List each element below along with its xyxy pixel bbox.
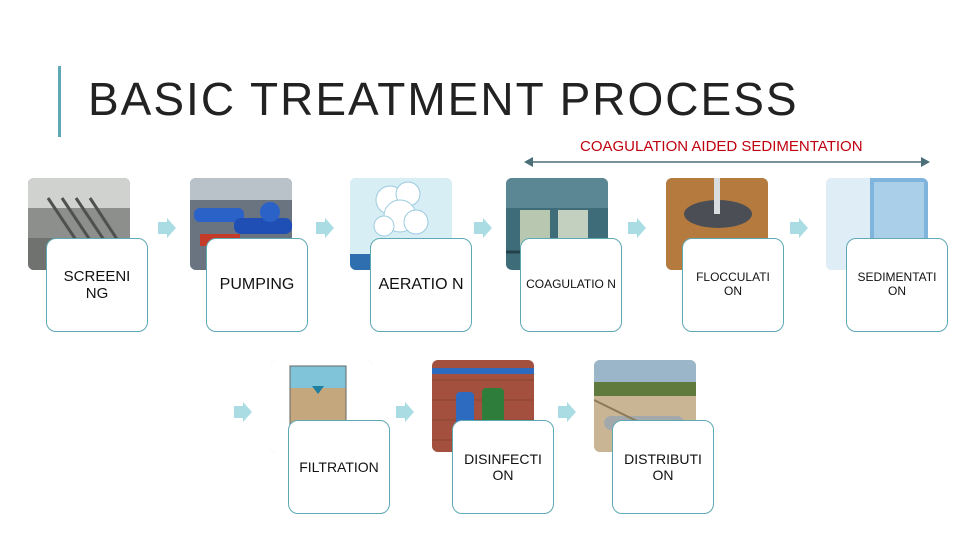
step-label: SCREENI NG — [46, 238, 148, 332]
double-headed-arrow-icon — [524, 156, 930, 168]
step-label: FILTRATION — [288, 420, 390, 514]
step-label: AERATIO N — [370, 238, 472, 332]
step-label: DISTRIBUTI ON — [612, 420, 714, 514]
step-label: COAGULATIO N — [520, 238, 622, 332]
step-label: PUMPING — [206, 238, 308, 332]
step-label: DISINFECTI ON — [452, 420, 554, 514]
arrow-right-icon — [628, 218, 646, 238]
arrow-right-icon — [558, 402, 576, 422]
arrow-right-icon — [316, 218, 334, 238]
arrow-right-icon — [474, 218, 492, 238]
step-label: FLOCCULATI ON — [682, 238, 784, 332]
arrow-right-icon — [234, 402, 252, 422]
arrow-right-icon — [158, 218, 176, 238]
step-label: SEDIMENTATI ON — [846, 238, 948, 332]
arrow-right-icon — [790, 218, 808, 238]
title-accent-bar — [58, 66, 61, 137]
coagulation-bracket-label: COAGULATION AIDED SEDIMENTATION — [580, 138, 863, 155]
slide-title: BASIC TREATMENT PROCESS — [88, 72, 799, 126]
arrow-right-icon — [396, 402, 414, 422]
